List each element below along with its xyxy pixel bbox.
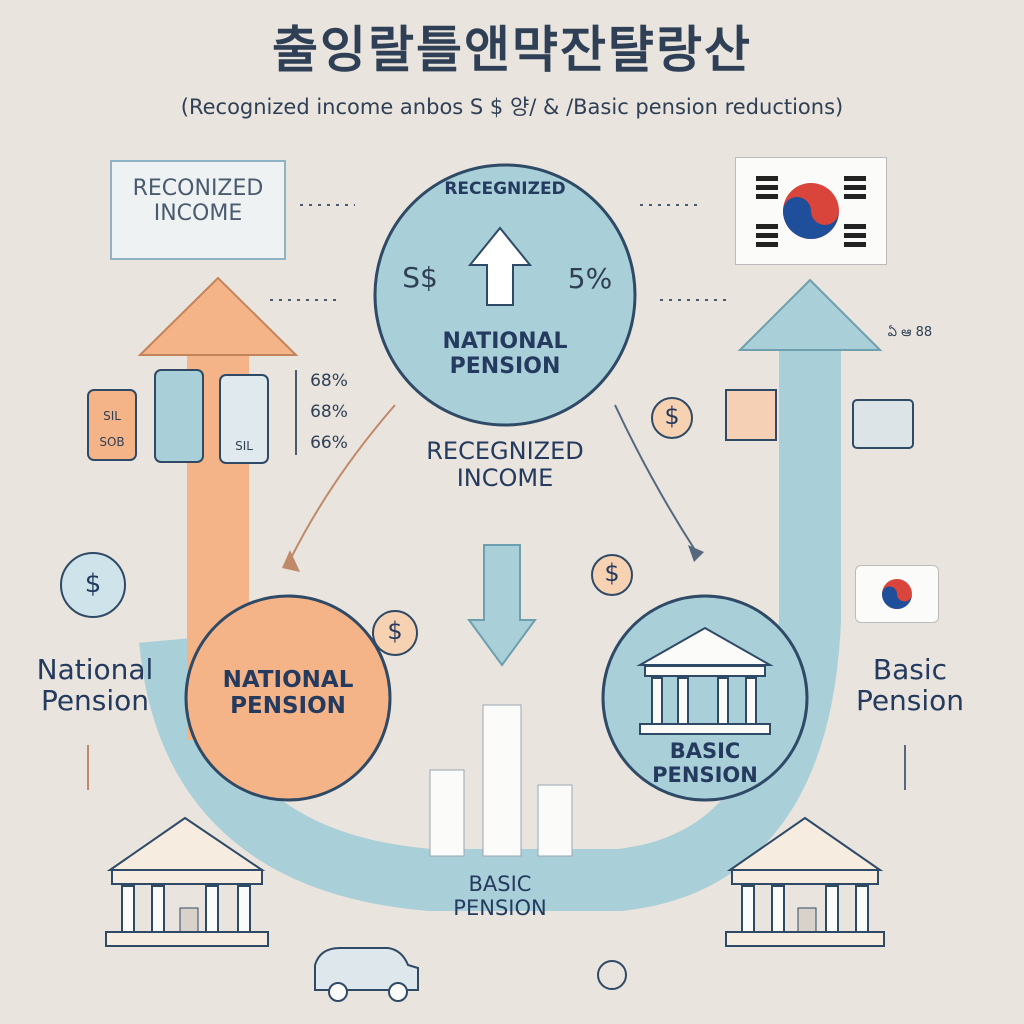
coin-label: SOB [99,435,125,449]
left-thin-arrowhead [282,550,300,572]
recognized-income-box: RECONIZED INCOME [110,160,286,260]
page-subtitle: (Recognized income anbos S $ 양/ & /Basic… [180,95,844,119]
bottom-label: BASIC PENSION [453,872,547,920]
right-circle-label: BASIC PENSION [652,739,758,787]
dollar-sign: $ [664,402,680,430]
percent-item: 68% [310,371,348,391]
percent-item: 66% [310,433,348,453]
korean-flag-icon [855,565,939,623]
box-label: RECONIZED INCOME [132,176,264,226]
bank-icon [105,816,269,947]
dollar-sign: $ [84,569,102,599]
korean-flag-icon [735,157,887,265]
arrow-down-icon [467,544,537,667]
right-circle [601,594,809,802]
car-icon [314,947,419,1002]
orange-arrow-head [137,276,299,356]
left-circle [184,594,392,802]
top-circle-small-label: RECEGNIZED [444,179,566,199]
page-title: 출잉랄틀앤먁잔턀랑산 [272,21,752,79]
dollar-coin-icon [60,397,693,656]
coin-label: SIL [103,409,121,423]
dollar-sign: $ [387,617,403,645]
right-side-label: Basic Pension [855,653,965,718]
center-label: RECEGNIZED INCOME [426,437,584,492]
right-thin-arrowhead [688,545,704,562]
wallet-icon [852,399,914,449]
coin-label: SIL [235,439,253,453]
glyph-label: ఏ ఆ 88 [887,325,933,340]
left-side-label: National Pension [36,653,154,718]
left-circle-label: NATIONAL PENSION [222,667,354,719]
bank-icon [636,626,774,735]
top-circle-percent: 5% [567,262,613,295]
top-circle-dollar: S$ [402,261,438,294]
arrow-up-icon [467,226,533,306]
coin-stack-icon [87,369,269,464]
top-circle-label: NATIONAL PENSION [442,329,568,379]
scissors-icon [597,960,627,990]
bank-icon [725,816,885,947]
document-stack-icon [725,389,777,441]
bar-chart-icon [429,704,573,857]
teal-arrow-head [737,278,883,351]
left-thin-arrow [289,404,396,561]
dollar-sign: $ [604,559,620,587]
percent-item: 68% [310,402,348,422]
right-thin-arrow [614,404,696,551]
